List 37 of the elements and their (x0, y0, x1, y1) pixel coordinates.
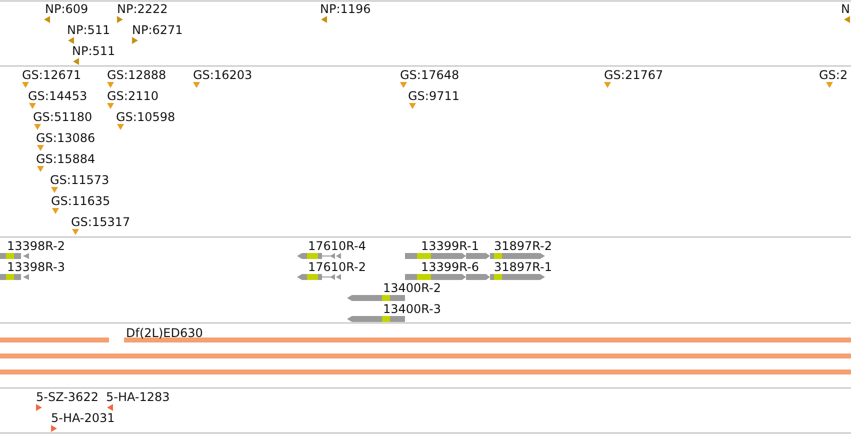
feature-label: 17610R-2 (308, 260, 366, 274)
feature-label: 5-SZ-3622 (36, 390, 98, 404)
feature-label: GS:11635 (51, 194, 110, 208)
feature-label: 13398R-3 (7, 260, 65, 274)
feature-label: 13398R-2 (7, 239, 65, 253)
feature-label: NP:511 (72, 44, 116, 58)
feature-label: NP:511 (67, 23, 110, 37)
feature-label: 13399R-1 (421, 239, 479, 253)
feature-label: GS:11573 (50, 173, 110, 187)
feature-label: GS:14453 (28, 89, 88, 103)
feature-label: 5-HA-2031 (51, 411, 115, 425)
feature-label: GS:2 (819, 68, 848, 82)
feature-label: 13400R-2 (383, 281, 441, 295)
feature-label: 31897R-1 (494, 260, 552, 274)
feature-label: GS:51180 (33, 110, 92, 124)
feature-label: 13399R-6 (421, 260, 479, 274)
feature-label: N (841, 2, 850, 16)
feature-label: 17610R-4 (308, 239, 366, 253)
feature-label: GS:9711 (408, 89, 460, 103)
feature-label: NP:2222 (117, 2, 168, 16)
feature-label: GS:15884 (36, 152, 96, 166)
feature-label: NP:609 (45, 2, 88, 16)
feature-label: GS:12671 (22, 68, 82, 82)
feature-label: GS:2110 (107, 89, 158, 103)
feature-label: 31897R-2 (494, 239, 552, 253)
feature-label: GS:10598 (116, 110, 176, 124)
feature-label: GS:17648 (400, 68, 460, 82)
feature-label: 5-HA-1283 (106, 390, 170, 404)
feature-label: NP:6271 (132, 23, 183, 37)
feature-label: GS:21767 (604, 68, 664, 82)
feature-label: 13400R-3 (383, 302, 441, 316)
feature-label: GS:15317 (71, 215, 130, 229)
feature-label: Df(2L)ED630 (126, 326, 203, 340)
feature-label: NP:1196 (320, 2, 371, 16)
feature-label: GS:13086 (36, 131, 96, 145)
feature-label: GS:16203 (193, 68, 252, 82)
feature-label: GS:12888 (107, 68, 166, 82)
